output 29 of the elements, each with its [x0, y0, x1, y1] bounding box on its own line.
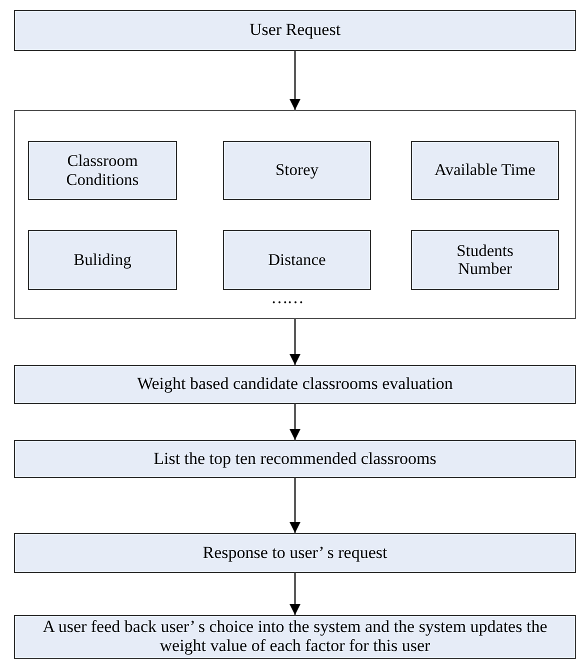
factor-box	[28, 230, 177, 290]
box-label: Storey	[275, 161, 319, 180]
arrow	[290, 573, 300, 615]
process-box	[14, 615, 576, 659]
box-label: List the top ten recommended classrooms	[154, 450, 436, 468]
box-label: Response to user’ s request	[202, 544, 388, 562]
factor-box	[411, 230, 559, 290]
box-label: Classroom Conditions	[65, 152, 140, 189]
box-label: Available Time	[434, 161, 536, 180]
box-label: Students Number	[456, 242, 514, 278]
process-box	[14, 365, 576, 404]
process-box	[14, 440, 576, 478]
factor-box	[223, 141, 371, 200]
box-label: Buliding	[74, 250, 132, 270]
arrow	[290, 319, 300, 365]
arrow	[290, 404, 300, 440]
arrow	[290, 51, 300, 110]
arrow	[290, 478, 300, 533]
box-label: Weight based candidate classrooms evaluation	[137, 375, 453, 394]
process-box	[14, 10, 576, 51]
process-box	[14, 533, 576, 573]
group-box	[14, 110, 576, 319]
factor-box	[28, 141, 177, 200]
box-label: Distance	[268, 250, 326, 270]
ellipsis-text: ……	[271, 288, 303, 308]
factor-box	[223, 230, 371, 290]
box-label: A user feed back user’ s choice into the system and the system updates the weight value of each factor for this user	[42, 618, 548, 656]
box-label: User Request	[249, 21, 341, 40]
factor-box	[411, 141, 559, 200]
